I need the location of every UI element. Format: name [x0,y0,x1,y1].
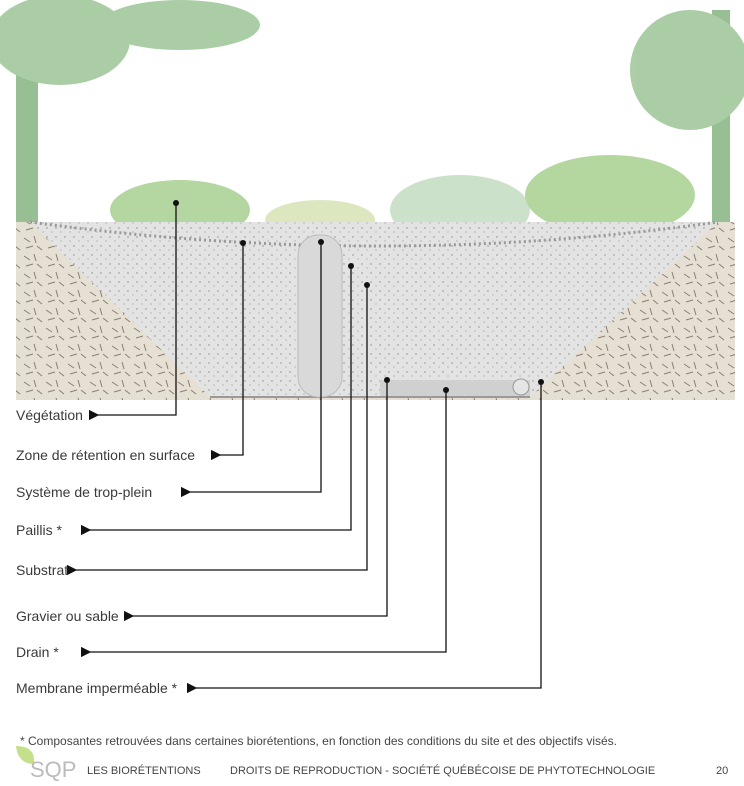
footer-copyright: DROITS DE REPRODUCTION - SOCIÉTÉ QUÉBÉCO… [230,765,656,777]
label-drain: Drain * [16,644,59,660]
leader-lines [66,203,542,694]
label-surface-retention: Zone de rétention en surface [16,447,196,463]
sqp-logo: SQP [30,757,76,783]
label-vegetation: Végétation [16,407,83,423]
drain-pipe [512,378,530,396]
label-mulch: Paillis * [16,522,62,538]
page-number: 20 [716,765,729,777]
label-overflow: Système de trop-plein [16,484,153,500]
leaf-icon [16,746,35,764]
footer-section: LES BIORÉTENTIONS [87,765,201,777]
footnote: * Composantes retrouvées dans certaines … [20,734,618,748]
label-gravel: Gravier ou sable [16,608,119,624]
label-membrane: Membrane imperméable * [16,680,178,696]
logo-text: SQP [30,757,77,782]
label-substrate: Substrat [16,562,69,578]
overflow-pipe [297,234,343,398]
bioretention-diagram [0,0,744,694]
